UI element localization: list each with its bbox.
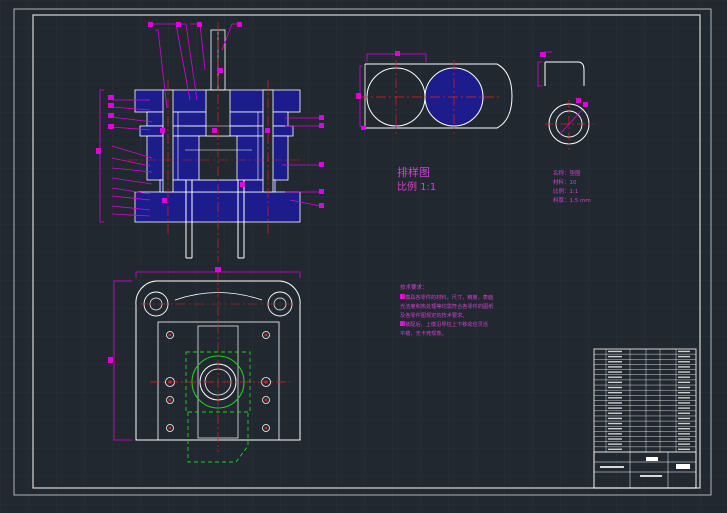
bom-row-mark: [678, 438, 690, 440]
die-plan-view[interactable]: [108, 267, 301, 463]
bom-row-mark: [608, 386, 622, 389]
bom-row-mark: [608, 417, 622, 420]
bom-row-mark: [678, 407, 690, 409]
bom-row-mark: [608, 428, 622, 430]
bom-row-mark: [678, 366, 690, 368]
bom-row-mark: [608, 422, 622, 425]
bom-row-mark: [678, 428, 690, 430]
bom-row-mark: [608, 433, 622, 435]
bom-row-mark: [608, 391, 622, 394]
bom-row-mark: [608, 361, 622, 363]
bom-row-mark: [608, 448, 622, 450]
bom-row-mark: [678, 417, 690, 420]
bom-row-mark: [678, 433, 690, 435]
assembly-front-view[interactable]: [96, 22, 324, 262]
tech-req-line-5: 平稳，无卡死现象。: [400, 329, 447, 337]
bom-row-mark: [608, 402, 622, 404]
bom-row-mark: [678, 350, 690, 353]
bom-row-mark: [608, 397, 622, 399]
part-note-material: 材料：10: [553, 178, 577, 186]
bom-row-mark: [678, 412, 690, 414]
bom-row-mark: [678, 397, 690, 399]
part-note-scale: 比例：1:1: [553, 187, 578, 195]
bom-row-mark: [678, 376, 690, 378]
layout-scale: 比例 1:1: [397, 180, 436, 193]
part-notes: 名称：垫圈 材料：10 比例：1:1 料厚：1.5 mm: [553, 169, 591, 204]
bom-row-mark: [608, 412, 622, 414]
washer-part-view[interactable]: [537, 51, 594, 150]
bom-row-mark: [608, 376, 622, 378]
bom-row-mark: [678, 355, 690, 358]
technical-requirements: 技术要求： 1.模具各零件的材料，尺寸，精度，表面 光洁度和热处理等均需符合各零…: [400, 283, 493, 337]
bom-row-mark: [608, 366, 622, 368]
bom-row-mark: [678, 361, 690, 363]
part-note-name: 名称：垫圈: [553, 169, 581, 177]
bom-row-mark: [678, 371, 690, 373]
part-note-thickness: 料厚：1.5 mm: [553, 196, 591, 204]
bom-row-mark: [608, 350, 622, 353]
bom-row-mark: [678, 402, 690, 404]
tech-title: 技术要求：: [400, 283, 428, 291]
tech-req-line-1: 1.模具各零件的材料，尺寸，精度，表面: [400, 293, 493, 301]
bom-row-mark: [608, 407, 622, 409]
bom-row-mark: [678, 391, 690, 394]
drawing-frame: [13, 8, 712, 496]
strip-layout-view[interactable]: [356, 51, 513, 134]
tech-req-line-3: 及各零件图规定的技术要求。: [400, 311, 467, 319]
bom-row-mark: [608, 381, 622, 384]
bom-row-mark: [678, 422, 690, 425]
title-block: [593, 451, 697, 489]
bom-row-mark: [678, 386, 690, 389]
bom-row-mark: [608, 371, 622, 373]
bom-row-mark: [678, 443, 690, 445]
tech-req-line-2: 光洁度和热处理等均需符合各零件的图纸: [400, 302, 493, 310]
bom-row-mark: [608, 355, 622, 358]
bom-row-mark: [678, 381, 690, 384]
bom-row-mark: [608, 438, 622, 440]
layout-title: 排样图: [397, 165, 430, 179]
bom-row-mark: [678, 448, 690, 450]
tech-req-line-4: 2.装配后，上模沿导柱上下移动应灵活: [400, 320, 488, 328]
bom-row-mark: [608, 443, 622, 445]
